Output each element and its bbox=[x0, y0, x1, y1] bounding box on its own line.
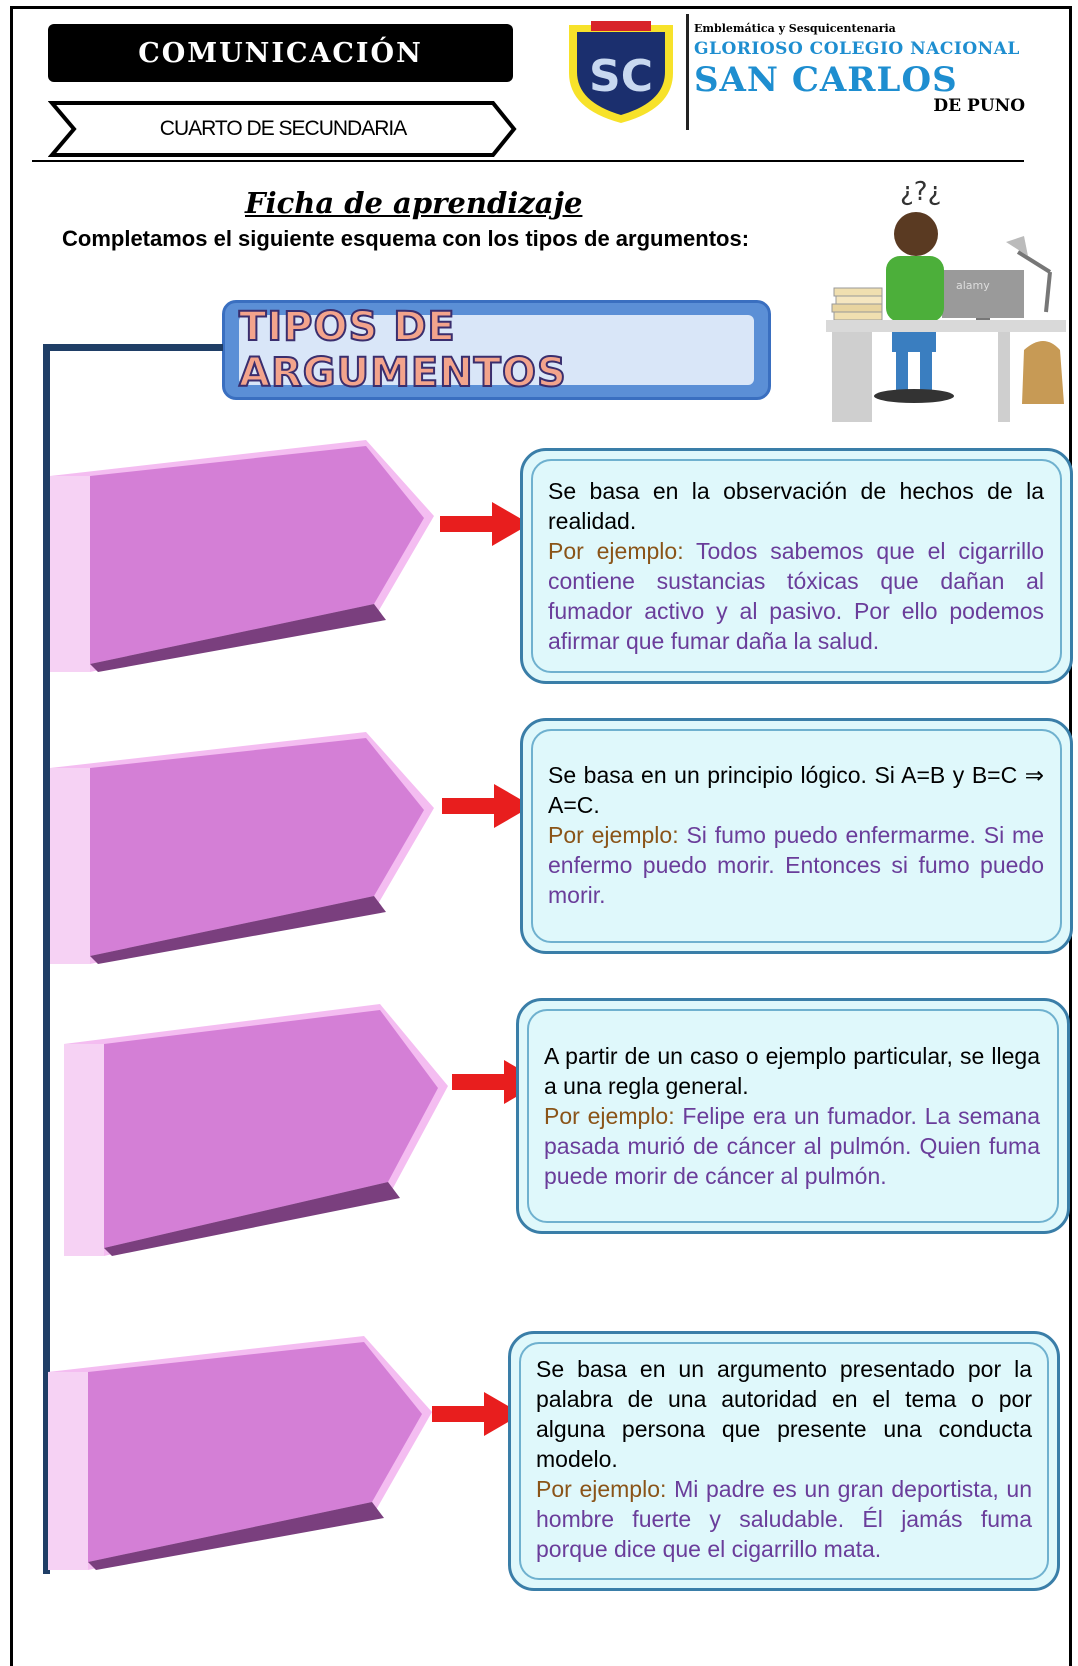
example-text: Felipe era un fumador. La semana pasada … bbox=[544, 1103, 1040, 1189]
example-label: Por ejemplo bbox=[544, 1103, 669, 1129]
example-label: Por ejemplo bbox=[548, 822, 673, 848]
timeline-vertical-line bbox=[43, 346, 50, 1574]
instruction-text: Completamos el siguiente esquema con los… bbox=[62, 226, 750, 251]
example-text: Todos sabemos que el cigarrillo contiene… bbox=[548, 538, 1044, 654]
label-shape-3[interactable] bbox=[60, 1000, 460, 1256]
definition-text-2: Se basa en un principio lógico. Si A=B y… bbox=[548, 762, 1044, 908]
definition-text-4: Se basa en un argumento presentado por l… bbox=[536, 1356, 1033, 1562]
school-name-line1: GLORIOSO COLEGIO NACIONAL bbox=[694, 39, 1020, 59]
diagram-title-box: TIPOS DE ARGUMENTOS bbox=[222, 300, 771, 400]
example-label: Por ejemplo bbox=[548, 538, 678, 564]
school-name-line3: DE PUNO bbox=[933, 96, 1025, 116]
label-shape-4[interactable] bbox=[44, 1332, 444, 1570]
label-shape-2[interactable] bbox=[46, 728, 446, 964]
header-rule bbox=[32, 160, 1024, 162]
school-tagline: Emblemática y Sesquicentenaria bbox=[694, 22, 896, 35]
student-at-desk-illustration: ¿?¿ alamy bbox=[826, 177, 1066, 422]
definition-box-4 bbox=[508, 1331, 1060, 1591]
example-label: Por ejemplo bbox=[536, 1476, 660, 1502]
example-text: Mi padre es un gran deportista, un hombr… bbox=[536, 1476, 1033, 1562]
example-text: Si fumo puedo enfermarme. Si me enfermo … bbox=[548, 822, 1044, 908]
definition-description: Se basa en un argumento presentado por l… bbox=[536, 1356, 1032, 1472]
question-marks: ¿?¿ bbox=[900, 177, 941, 207]
school-name-line2: SAN CARLOS bbox=[694, 60, 958, 100]
worksheet-title: Ficha de aprendizaje bbox=[245, 186, 583, 220]
definition-description: A partir de un caso o ejemplo particular… bbox=[544, 1043, 1040, 1099]
definition-box-1 bbox=[520, 448, 1073, 684]
school-crest-icon: SC bbox=[569, 21, 673, 123]
grade-banner-shape bbox=[48, 101, 517, 157]
label-shape-1[interactable] bbox=[46, 436, 446, 672]
monitor-brand: alamy bbox=[956, 279, 990, 292]
grade-label: CUARTO DE SECUNDARIA bbox=[159, 117, 407, 140]
definition-box-2 bbox=[520, 718, 1073, 954]
arrow-right-icon bbox=[432, 1392, 522, 1436]
definition-description: Se basa en la observación de hechos de l… bbox=[548, 478, 1044, 534]
subject-title: COMUNICACIÓN bbox=[48, 24, 513, 82]
definition-text-3: A partir de un caso o ejemplo particular… bbox=[544, 1043, 1040, 1189]
timeline-horizontal-line bbox=[43, 344, 223, 351]
definition-description: Se basa en un principio lógico. Si A=B y… bbox=[548, 762, 1044, 818]
grade-banner: CUARTO DE SECUNDARIA bbox=[48, 100, 518, 158]
definition-box-3 bbox=[516, 998, 1070, 1234]
school-divider bbox=[686, 14, 689, 130]
arrow-right-icon bbox=[442, 784, 532, 828]
definition-text-1: Se basa en la observación de hechos de l… bbox=[548, 478, 1044, 654]
diagram-title: TIPOS DE ARGUMENTOS bbox=[238, 303, 567, 397]
arrow-right-icon bbox=[440, 502, 530, 546]
crest-letters: SC bbox=[589, 51, 653, 102]
